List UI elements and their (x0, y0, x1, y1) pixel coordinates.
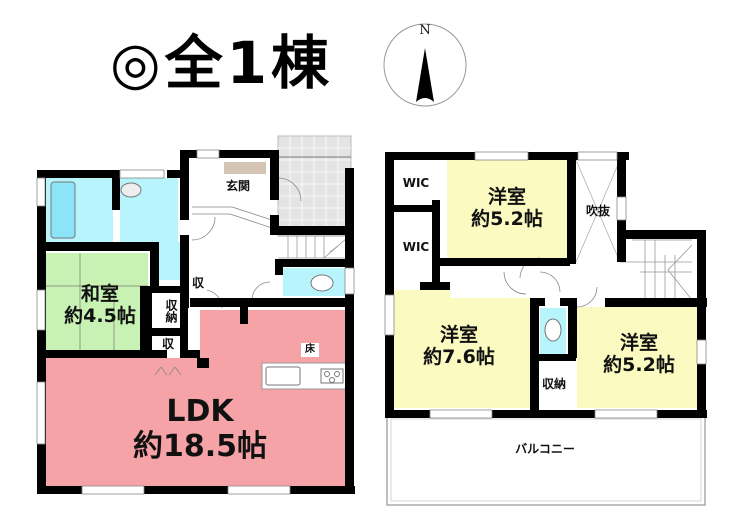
room-name: 洋室 (619, 332, 658, 354)
room-label-balcony: バルコニー (515, 442, 575, 456)
room-label-storage-2: 収 (161, 337, 174, 351)
room-name: 洋室 (439, 324, 478, 346)
floor-1-plan: 玄関 和室 約4.5帖 収納 収 収 床 LDK 約18.5帖 (36, 135, 355, 495)
room-name: 和室 (80, 283, 119, 305)
room-label-floor-storage: 床 (301, 343, 319, 357)
page-title: ◎全1棟 (110, 29, 333, 97)
room-label-storage-4: 収納 (541, 377, 566, 391)
room-size: 約18.5帖 (132, 428, 268, 464)
room-size: 約4.5帖 (64, 304, 136, 327)
room-label-storage-1: 収納 (164, 299, 178, 323)
room-label-washitsu: 和室 約4.5帖 (50, 283, 150, 328)
room-label-storage-3: 収 (189, 276, 207, 292)
room-label-fukinuke: 吹抜 (585, 204, 610, 218)
room-label-wic-2: WIC (402, 240, 430, 254)
compass-label: N (419, 23, 431, 38)
room-label-youshitsu-a: 洋室 約5.2帖 (452, 186, 562, 231)
room-size: 約5.2帖 (471, 207, 543, 230)
room-label-genkan: 玄関 (225, 179, 250, 193)
room-name: 洋室 (487, 186, 526, 208)
room-label-youshitsu-b: 洋室 約7.6帖 (404, 324, 514, 369)
room-size: 約5.2帖 (603, 353, 675, 376)
room-label-wic-1: WIC (402, 176, 430, 190)
room-size: 約7.6帖 (423, 345, 495, 368)
compass-north-icon: N (382, 22, 468, 108)
room-label-youshitsu-c: 洋室 約5.2帖 (584, 332, 694, 377)
room-name: LDK (166, 394, 234, 429)
room-label-ldk: LDK 約18.5帖 (110, 394, 290, 464)
